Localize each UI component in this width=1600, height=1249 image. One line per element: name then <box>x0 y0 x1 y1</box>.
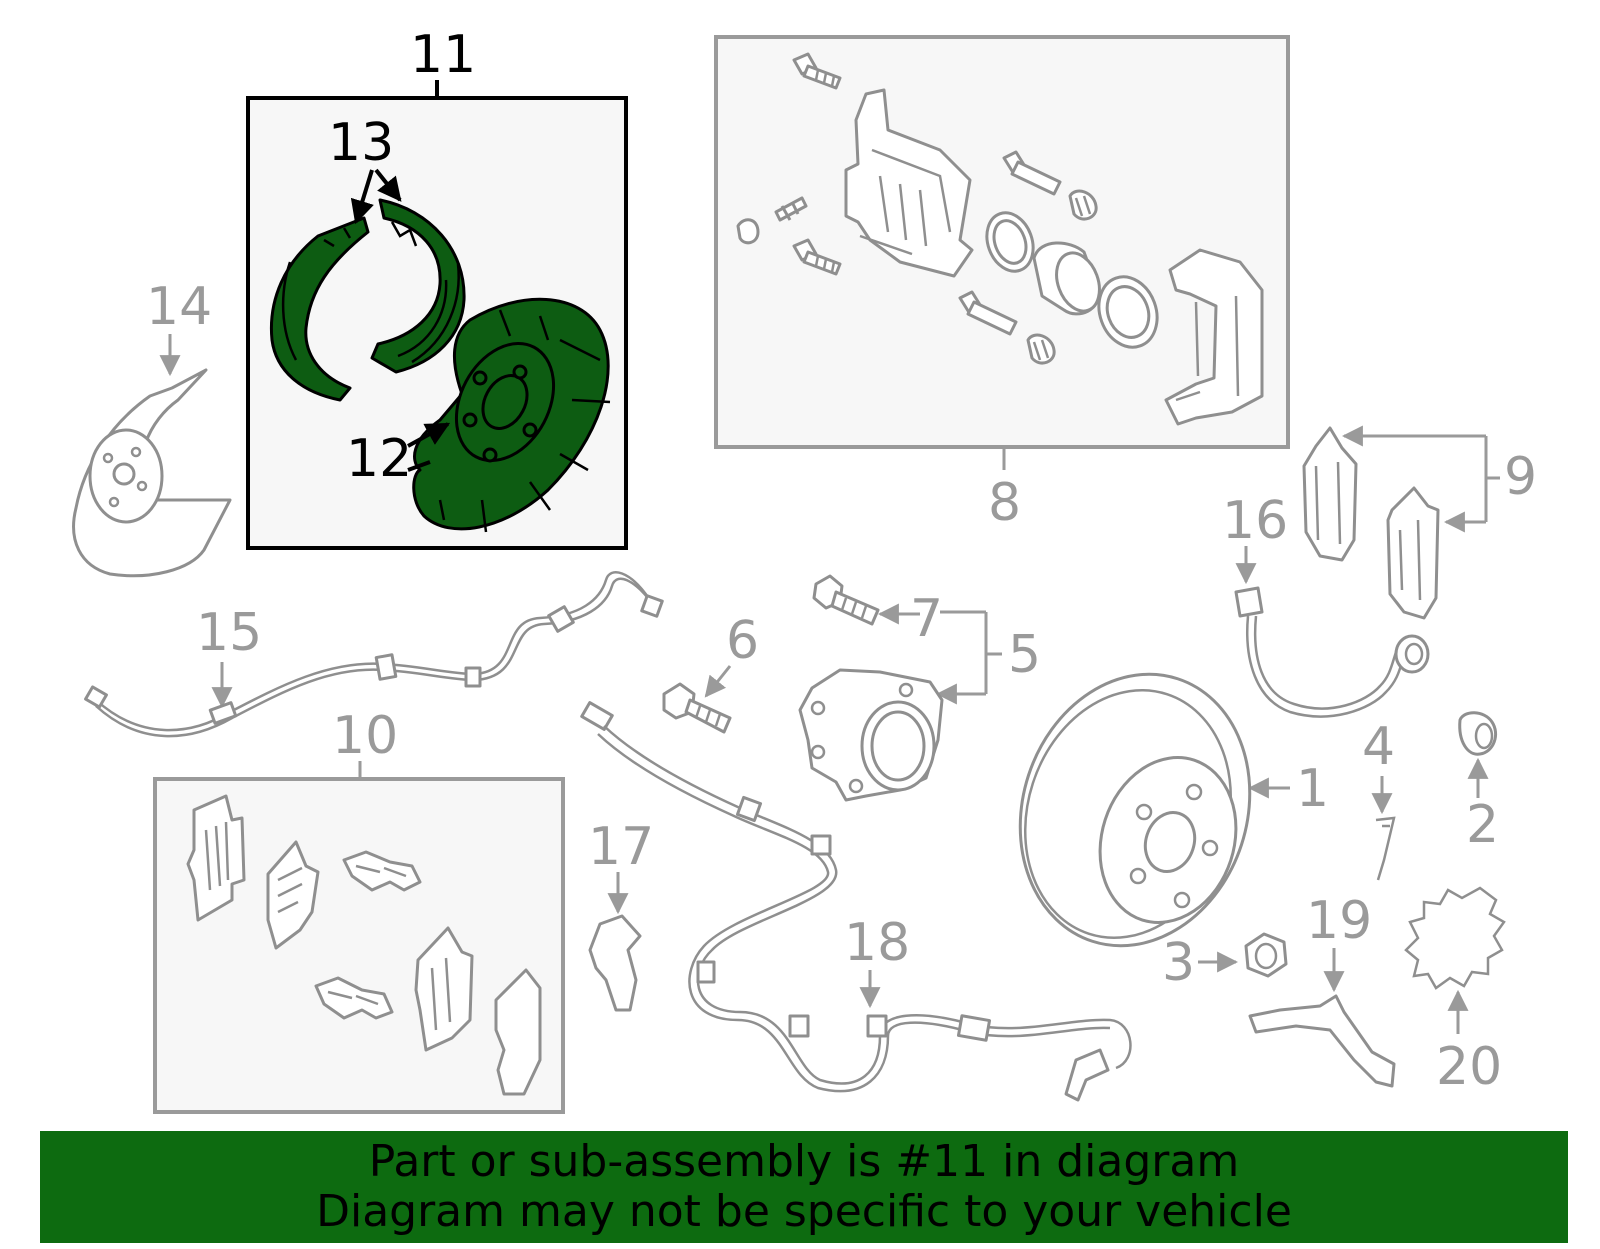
brake-rotor[interactable]: 1 <box>986 644 1329 976</box>
callout-18[interactable]: 18 <box>844 913 910 973</box>
parking-brake-kit-group[interactable]: 11 12 13 <box>246 25 628 550</box>
brake-shoe-left[interactable] <box>269 216 370 402</box>
callout-5[interactable]: 5 <box>1008 625 1041 685</box>
brake-pads[interactable]: 9 <box>1302 425 1537 620</box>
brake-shoe-right[interactable] <box>370 198 466 374</box>
callout-4[interactable]: 4 <box>1362 717 1395 777</box>
callout-12[interactable]: 12 <box>346 429 412 489</box>
hub-bolt[interactable]: 6 <box>662 611 759 734</box>
callout-15[interactable]: 15 <box>196 603 262 663</box>
caliper-piston[interactable] <box>1032 241 1107 317</box>
callout-1[interactable]: 1 <box>1296 759 1329 819</box>
brake-hose[interactable]: 16 <box>1222 491 1430 718</box>
callout-11[interactable]: 11 <box>410 25 476 85</box>
callout-13[interactable]: 13 <box>328 113 394 173</box>
piston-seal[interactable] <box>979 206 1041 277</box>
callout-9[interactable]: 9 <box>1504 447 1537 507</box>
callout-14[interactable]: 14 <box>146 277 212 337</box>
guide-pin-lower[interactable] <box>958 290 1056 365</box>
callout-19[interactable]: 19 <box>1306 891 1372 951</box>
axle-nut[interactable]: 3 <box>1162 932 1288 993</box>
callout-8[interactable]: 8 <box>988 473 1021 533</box>
banner-line-1: Part or sub-assembly is #11 in diagram <box>368 1136 1240 1187</box>
callout-16[interactable]: 16 <box>1222 491 1288 551</box>
dust-shield[interactable]: 14 <box>72 277 232 578</box>
dust-boot[interactable] <box>1089 269 1166 356</box>
callout-2[interactable]: 2 <box>1466 795 1499 855</box>
caliper-bolt-top[interactable] <box>792 52 842 90</box>
callout-7[interactable]: 7 <box>910 589 943 649</box>
callout-3[interactable]: 3 <box>1162 933 1195 993</box>
caliper-bolt-mid[interactable] <box>792 238 842 276</box>
clip[interactable]: 4 <box>1362 717 1396 881</box>
hub-assembly[interactable]: 7 5 <box>798 574 1041 802</box>
bleeder-screw[interactable] <box>736 196 808 245</box>
rear-speed-sensor[interactable]: 15 <box>84 571 664 738</box>
callout-17[interactable]: 17 <box>588 817 654 877</box>
plug[interactable]: 2 <box>1458 711 1499 855</box>
sensor-bracket[interactable]: 19 <box>1248 891 1396 1088</box>
caliper-assembly-group[interactable]: 8 <box>714 35 1290 533</box>
tone-ring[interactable]: 20 <box>1404 886 1506 1097</box>
banner-line-2: Diagram may not be specific to your vehi… <box>316 1186 1292 1237</box>
callout-6[interactable]: 6 <box>726 611 759 671</box>
callout-10[interactable]: 10 <box>332 706 398 766</box>
info-banner: Part or sub-assembly is #11 in diagram D… <box>40 1131 1568 1243</box>
pad-hardware-group[interactable]: 10 <box>153 706 565 1114</box>
hose-bracket[interactable]: 17 <box>588 817 654 1012</box>
caliper-housing[interactable] <box>844 88 974 278</box>
guide-pin-upper[interactable] <box>1002 150 1098 221</box>
callout-20[interactable]: 20 <box>1436 1037 1502 1097</box>
front-speed-sensor[interactable]: 18 <box>580 701 1132 1102</box>
